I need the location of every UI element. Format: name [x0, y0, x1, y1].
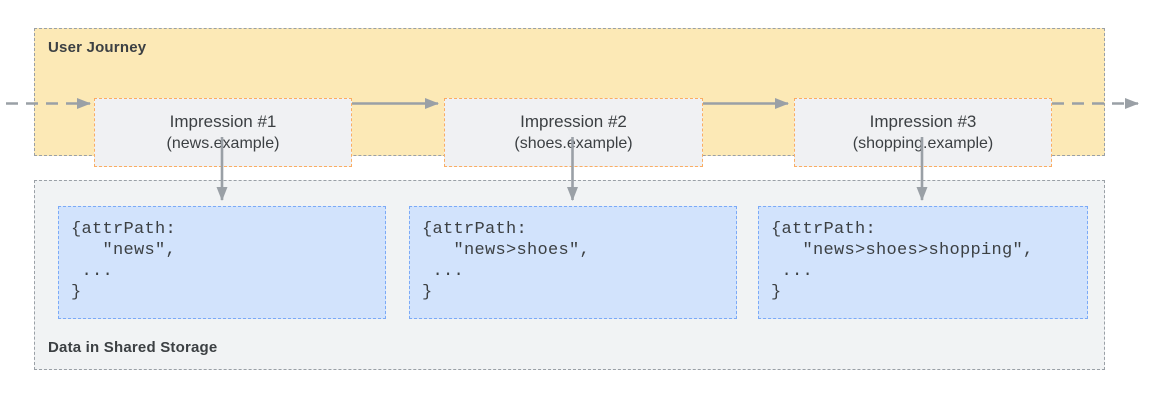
- impression-3-node: Impression #3 (shopping.example): [794, 98, 1052, 167]
- storage-entry-2-code: {attrPath: "news>shoes", ... }: [409, 206, 737, 319]
- shared-storage-region: {attrPath: "news", ... } {attrPath: "new…: [34, 180, 1105, 370]
- impression-3-site: (shopping.example): [852, 134, 994, 152]
- impression-3-title: Impression #3: [869, 111, 977, 131]
- impression-2-site: (shoes.example): [514, 134, 633, 152]
- impression-2-node: Impression #2 (shoes.example): [444, 98, 703, 167]
- impression-1-title: Impression #1: [169, 111, 277, 131]
- user-journey-label: User Journey: [48, 39, 147, 56]
- storage-entry-3-code: {attrPath: "news>shoes>shopping", ... }: [758, 206, 1088, 319]
- impression-1-node: Impression #1 (news.example): [94, 98, 352, 167]
- storage-entry-1-code: {attrPath: "news", ... }: [58, 206, 386, 319]
- shared-storage-label: Data in Shared Storage: [48, 339, 218, 356]
- impression-2-title: Impression #2: [520, 111, 627, 131]
- impression-1-site: (news.example): [166, 134, 280, 152]
- user-journey-region: User Journey Impression #1 (news.example…: [34, 28, 1105, 167]
